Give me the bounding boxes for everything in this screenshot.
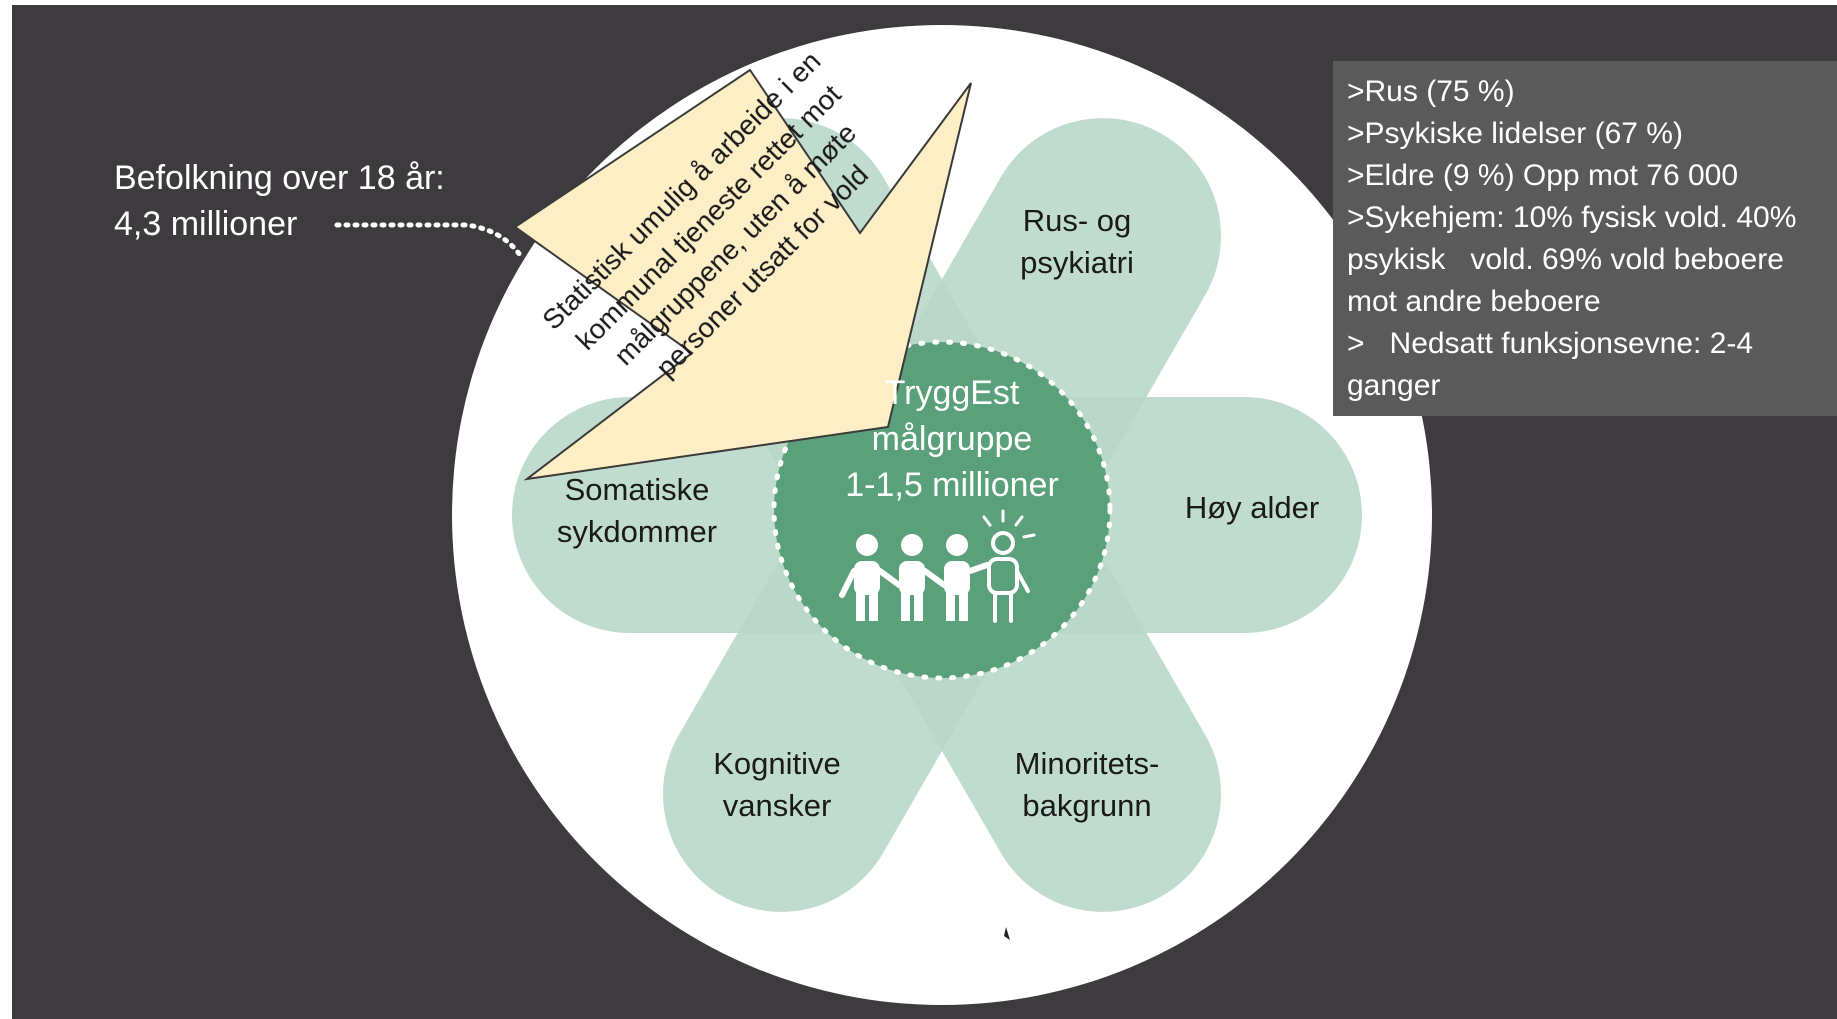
petal-label-kognitive: Kognitive vansker — [713, 746, 841, 823]
cursor-mark — [1004, 927, 1010, 940]
diagram-graphics — [334, 25, 1432, 1005]
people-icon — [839, 509, 1036, 623]
population-line1: Befolkning over 18 år: — [114, 159, 445, 197]
stats-line: > Nedsatt funksjonsevne: 2-4 ganger — [1347, 327, 1762, 402]
stats-line: >Sykehjem: 10% fysisk vold. 40% psykisk … — [1347, 201, 1805, 318]
petal-label-minoritet: Minoritets- bakgrunn — [1014, 746, 1160, 823]
dotted-connector — [334, 222, 523, 258]
population-line2: 4,3 millioner — [114, 205, 298, 243]
petal-label-rus: Rus- og psykiatri — [1020, 203, 1134, 280]
petal-label-somatiske: Somatiske sykdommer — [556, 472, 718, 549]
petal-label-hoy-alder: Høy alder — [1184, 490, 1320, 525]
stats-line: >Psykiske lidelser (67 %) — [1347, 117, 1683, 150]
stats-box: >Rus (75 %) >Psykiske lidelser (67 %) >Eld… — [1333, 61, 1837, 416]
stats-line: >Rus (75 %) — [1347, 75, 1515, 108]
population-label: Befolkning over 18 år: 4,3 millioner — [114, 155, 445, 247]
stats-line: >Eldre (9 %) Opp mot 76 000 — [1347, 159, 1739, 192]
callout-arrow — [513, 68, 972, 481]
center-label: TryggEst målgruppe 1-1,5 millioner — [845, 374, 1059, 504]
diagram-canvas: Befolkning over 18 år: 4,3 millioner Rus-… — [12, 5, 1837, 1019]
